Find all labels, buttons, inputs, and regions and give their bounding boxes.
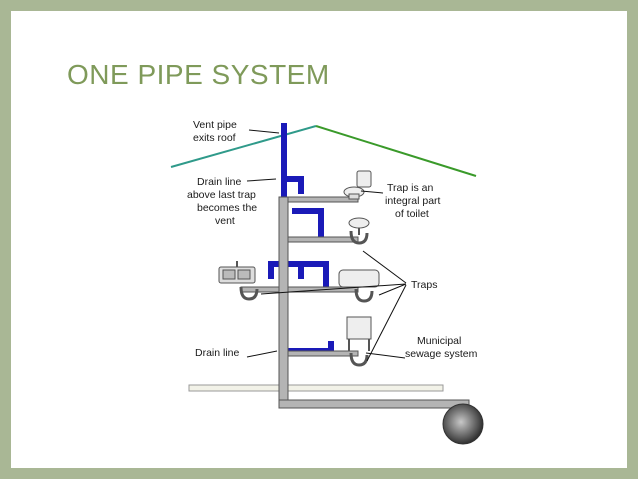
label-pointers: [246, 129, 407, 362]
label-trap-toilet-2: integral part: [385, 195, 441, 207]
label-municipal-2: sewage system: [405, 348, 478, 360]
label-trap-toilet-3: of toilet: [395, 208, 429, 220]
label-drain-vent-1: Drain line: [197, 176, 242, 188]
roof-line-left: [170, 125, 317, 168]
slide: ONE PIPE SYSTEM: [11, 11, 627, 468]
kitchen-sink-icon: [218, 261, 256, 284]
plumbing-diagram: Vent pipe exits roof Drain line above la…: [170, 119, 484, 445]
label-drain-vent-2: above last trap: [187, 189, 256, 201]
sink-icon-upper: [348, 217, 370, 235]
label-drain-line: Drain line: [195, 347, 240, 359]
diagram-labels: Vent pipe exits roof Drain line above la…: [187, 119, 478, 360]
laundry-tub-icon: [346, 316, 372, 351]
label-drain-vent-3: becomes the: [197, 202, 257, 214]
label-vent-pipe-2: exits roof: [193, 132, 236, 144]
slide-title: ONE PIPE SYSTEM: [67, 59, 330, 90]
label-trap-toilet-1: Trap is an: [387, 182, 433, 194]
roof-line-right: [315, 125, 477, 177]
toilet-icon: [343, 170, 372, 200]
label-municipal-1: Municipal: [417, 335, 461, 347]
drain-pipes: [240, 196, 470, 409]
municipal-sewer-icon: [442, 403, 484, 445]
bathtub-icon: [338, 269, 380, 288]
label-traps: Traps: [411, 279, 437, 291]
trap-curves: [239, 230, 374, 367]
label-drain-vent-4: vent: [215, 215, 235, 227]
label-vent-pipe-1: Vent pipe: [193, 119, 237, 131]
ground-slab: [188, 384, 444, 392]
